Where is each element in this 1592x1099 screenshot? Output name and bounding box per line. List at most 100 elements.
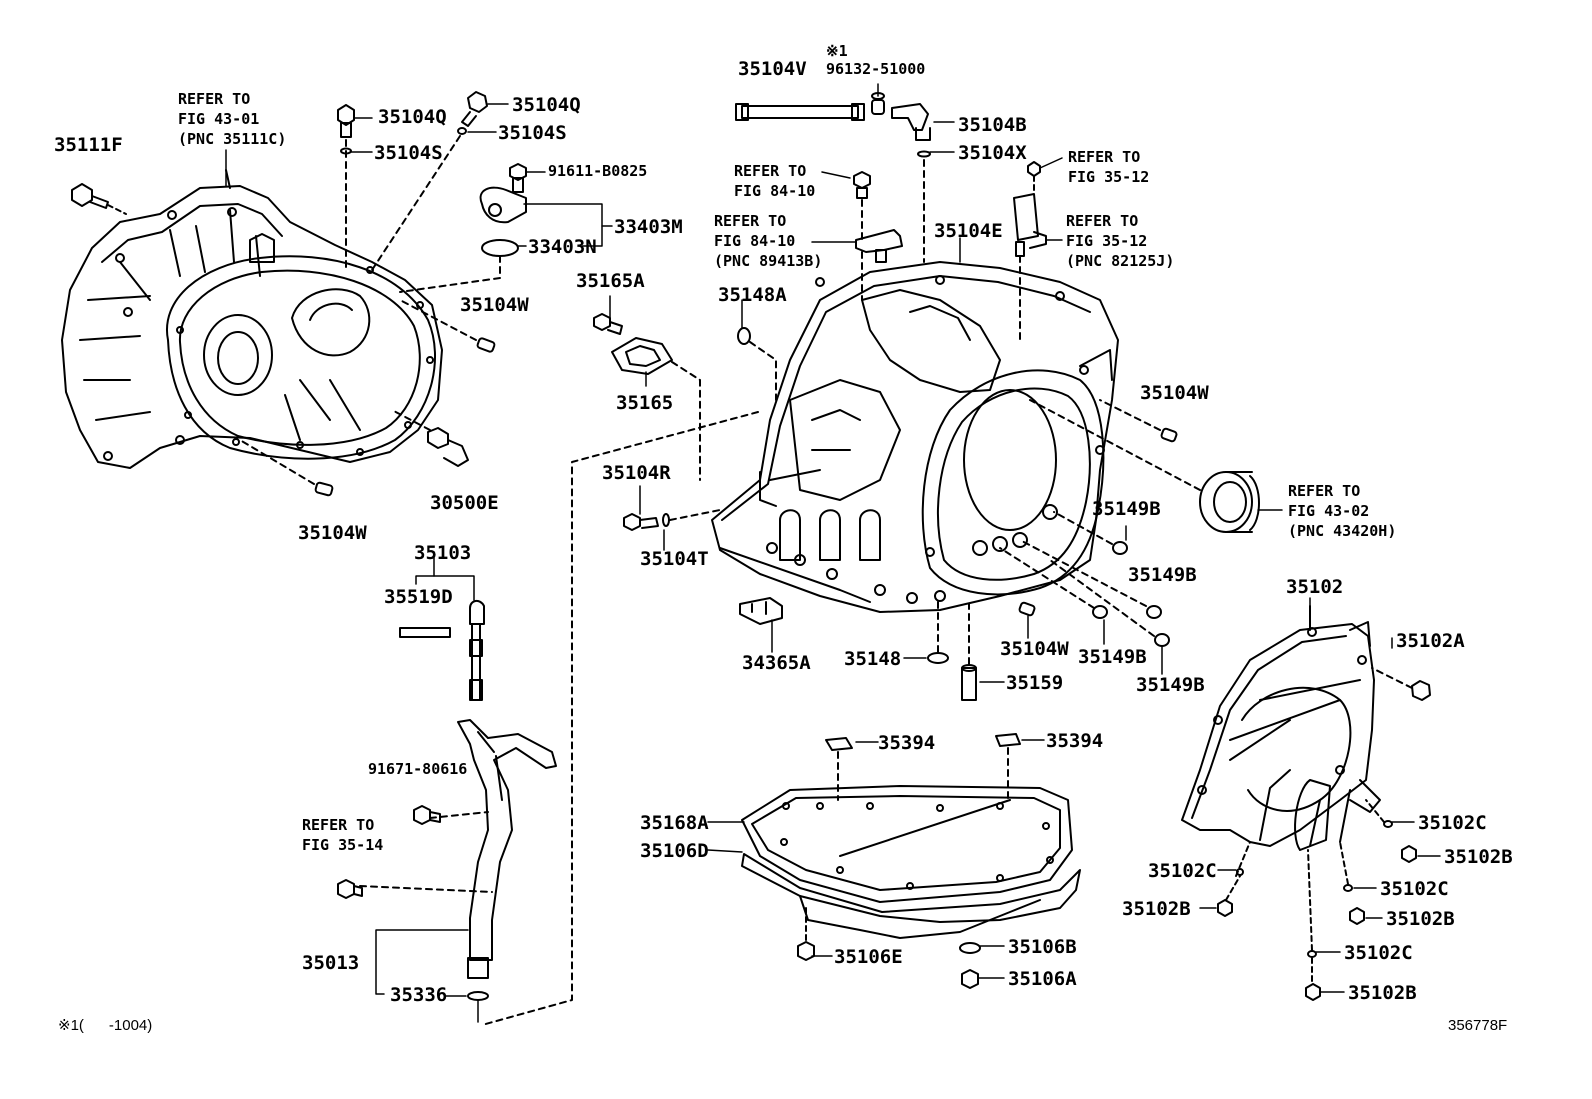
label-35149B-d: 35149B bbox=[1136, 674, 1205, 696]
label-35159: 35159 bbox=[1006, 672, 1064, 694]
dashed-leader-dipstick bbox=[481, 411, 759, 1026]
label-35102C-d: 35102C bbox=[1344, 942, 1413, 964]
plug-35104W-d bbox=[1018, 601, 1036, 617]
gasket-35394 bbox=[825, 733, 1021, 801]
plugs-35149B bbox=[999, 511, 1170, 647]
bolt-fig-84-10 bbox=[853, 171, 871, 241]
plug-35104W-c bbox=[1099, 399, 1178, 443]
label-35519D: 35519D bbox=[384, 586, 453, 608]
label-35104W-a: 35104W bbox=[460, 294, 529, 316]
label-refer-35-12p-line3: (PNC 82125J) bbox=[1066, 252, 1175, 270]
label-35104S-b: 35104S bbox=[498, 122, 567, 144]
plug-35104W-b bbox=[239, 439, 334, 497]
label-35106E: 35106E bbox=[834, 946, 903, 968]
label-35104B: 35104B bbox=[958, 114, 1027, 136]
label-35102B-c: 35102B bbox=[1386, 908, 1455, 930]
label-35149B-c: 35149B bbox=[1078, 646, 1147, 668]
label-35165: 35165 bbox=[616, 392, 674, 414]
label-35106D: 35106D bbox=[640, 840, 709, 862]
label-35102B-b: 35102B bbox=[1122, 898, 1191, 920]
label-refer-84-10p-line1: REFER TO bbox=[714, 212, 787, 230]
transmission-case bbox=[711, 261, 1119, 613]
label-35148A: 35148A bbox=[718, 284, 787, 306]
dashed-leader-oil-seal bbox=[1029, 399, 1201, 491]
label-note1-mark: ※1 bbox=[826, 42, 848, 60]
footnote: ※1( -1004) bbox=[58, 1017, 153, 1034]
label-35104T: 35104T bbox=[640, 548, 709, 570]
label-35102C-b: 35102C bbox=[1148, 860, 1217, 882]
label-refer-84-10p-line3: (PNC 89413B) bbox=[714, 252, 823, 270]
label-35336: 35336 bbox=[390, 984, 448, 1006]
label-refer-43-01-line1: REFER TO bbox=[178, 90, 251, 108]
bolt-35104Q-a bbox=[337, 104, 355, 271]
label-refer-43-02-line2: FIG 43-02 bbox=[1288, 502, 1370, 520]
label-refer-35-14-line1: REFER TO bbox=[302, 816, 375, 834]
label-35165A: 35165A bbox=[576, 270, 645, 292]
label-refer-35-12-line1: REFER TO bbox=[1068, 148, 1141, 166]
speed-sensor-33403M bbox=[399, 163, 527, 293]
label-35102B-d: 35102B bbox=[1348, 982, 1417, 1004]
bolt-fig-35-14 bbox=[337, 879, 363, 899]
bolt-91671 bbox=[413, 805, 441, 825]
label-91671-80616: 91671-80616 bbox=[368, 760, 468, 778]
tube-35104V bbox=[735, 103, 865, 121]
label-91611-B0825: 91611-B0825 bbox=[548, 162, 648, 180]
bolt-35104Q-b bbox=[371, 91, 488, 271]
label-refer-43-02-line3: (PNC 43420H) bbox=[1288, 522, 1397, 540]
label-35102B-a: 35102B bbox=[1444, 846, 1513, 868]
plug-35148A bbox=[737, 327, 777, 401]
union-35104B bbox=[891, 103, 931, 141]
o-ring-35336 bbox=[467, 991, 489, 1001]
label-30500E: 30500E bbox=[430, 492, 499, 514]
label-34365A: 34365A bbox=[742, 652, 811, 674]
label-refer-43-01-line2: FIG 43-01 bbox=[178, 110, 260, 128]
label-refer-84-10p-line2: FIG 84-10 bbox=[714, 232, 796, 250]
dipstick-35103 bbox=[399, 600, 485, 701]
label-refer-35-12p-line2: FIG 35-12 bbox=[1066, 232, 1148, 250]
label-refer-84-10-line2: FIG 84-10 bbox=[734, 182, 816, 200]
gasket-35104X bbox=[917, 150, 931, 263]
drain-plug-30500E bbox=[391, 409, 469, 467]
bolt-35111F bbox=[71, 183, 127, 215]
label-35104S: 35104S bbox=[374, 142, 443, 164]
label-35149B-a: 35149B bbox=[1092, 498, 1161, 520]
label-35104V: 35104V bbox=[738, 58, 807, 80]
bolts-35102 bbox=[1217, 667, 1431, 1001]
oil-seal bbox=[1199, 471, 1260, 533]
label-35394-b: 35394 bbox=[1046, 730, 1104, 752]
label-35106B: 35106B bbox=[1008, 936, 1077, 958]
washer-35148 bbox=[927, 599, 949, 664]
label-35102A: 35102A bbox=[1396, 630, 1465, 652]
bolt-35104R bbox=[623, 509, 721, 531]
filler-tube-35013 bbox=[359, 719, 557, 979]
label-35104W-c: 35104W bbox=[1140, 382, 1209, 404]
figure-id: 356778F bbox=[1448, 1017, 1508, 1034]
label-35102C-a: 35102C bbox=[1418, 812, 1487, 834]
leader-lines bbox=[225, 83, 1441, 1023]
label-35013: 35013 bbox=[302, 952, 360, 974]
label-35102C-c: 35102C bbox=[1380, 878, 1449, 900]
label-refer-35-14-line2: FIG 35-14 bbox=[302, 836, 384, 854]
label-35394-a: 35394 bbox=[878, 732, 936, 754]
converter-housing-35102 bbox=[1181, 605, 1381, 851]
sensor-89413B bbox=[855, 229, 903, 301]
label-33403N: 33403N bbox=[528, 236, 597, 258]
label-35104Q-b: 35104Q bbox=[512, 94, 581, 116]
label-35149B-b: 35149B bbox=[1128, 564, 1197, 586]
label-35103: 35103 bbox=[414, 542, 472, 564]
label-35148: 35148 bbox=[844, 648, 902, 670]
label-96132-51000: 96132-51000 bbox=[826, 60, 926, 78]
label-35104W-d: 35104W bbox=[1000, 638, 1069, 660]
label-35104W-b: 35104W bbox=[298, 522, 367, 544]
label-35104R: 35104R bbox=[602, 462, 671, 484]
label-35106A: 35106A bbox=[1008, 968, 1077, 990]
label-refer-35-12p-line1: REFER TO bbox=[1066, 212, 1139, 230]
label-35104Q: 35104Q bbox=[378, 106, 447, 128]
bolt-35165A bbox=[593, 313, 623, 335]
bracket-35165 bbox=[611, 337, 701, 481]
clip-34365A bbox=[739, 597, 783, 625]
label-refer-35-12-line2: FIG 35-12 bbox=[1068, 168, 1150, 186]
label-35104E: 35104E bbox=[934, 220, 1003, 242]
